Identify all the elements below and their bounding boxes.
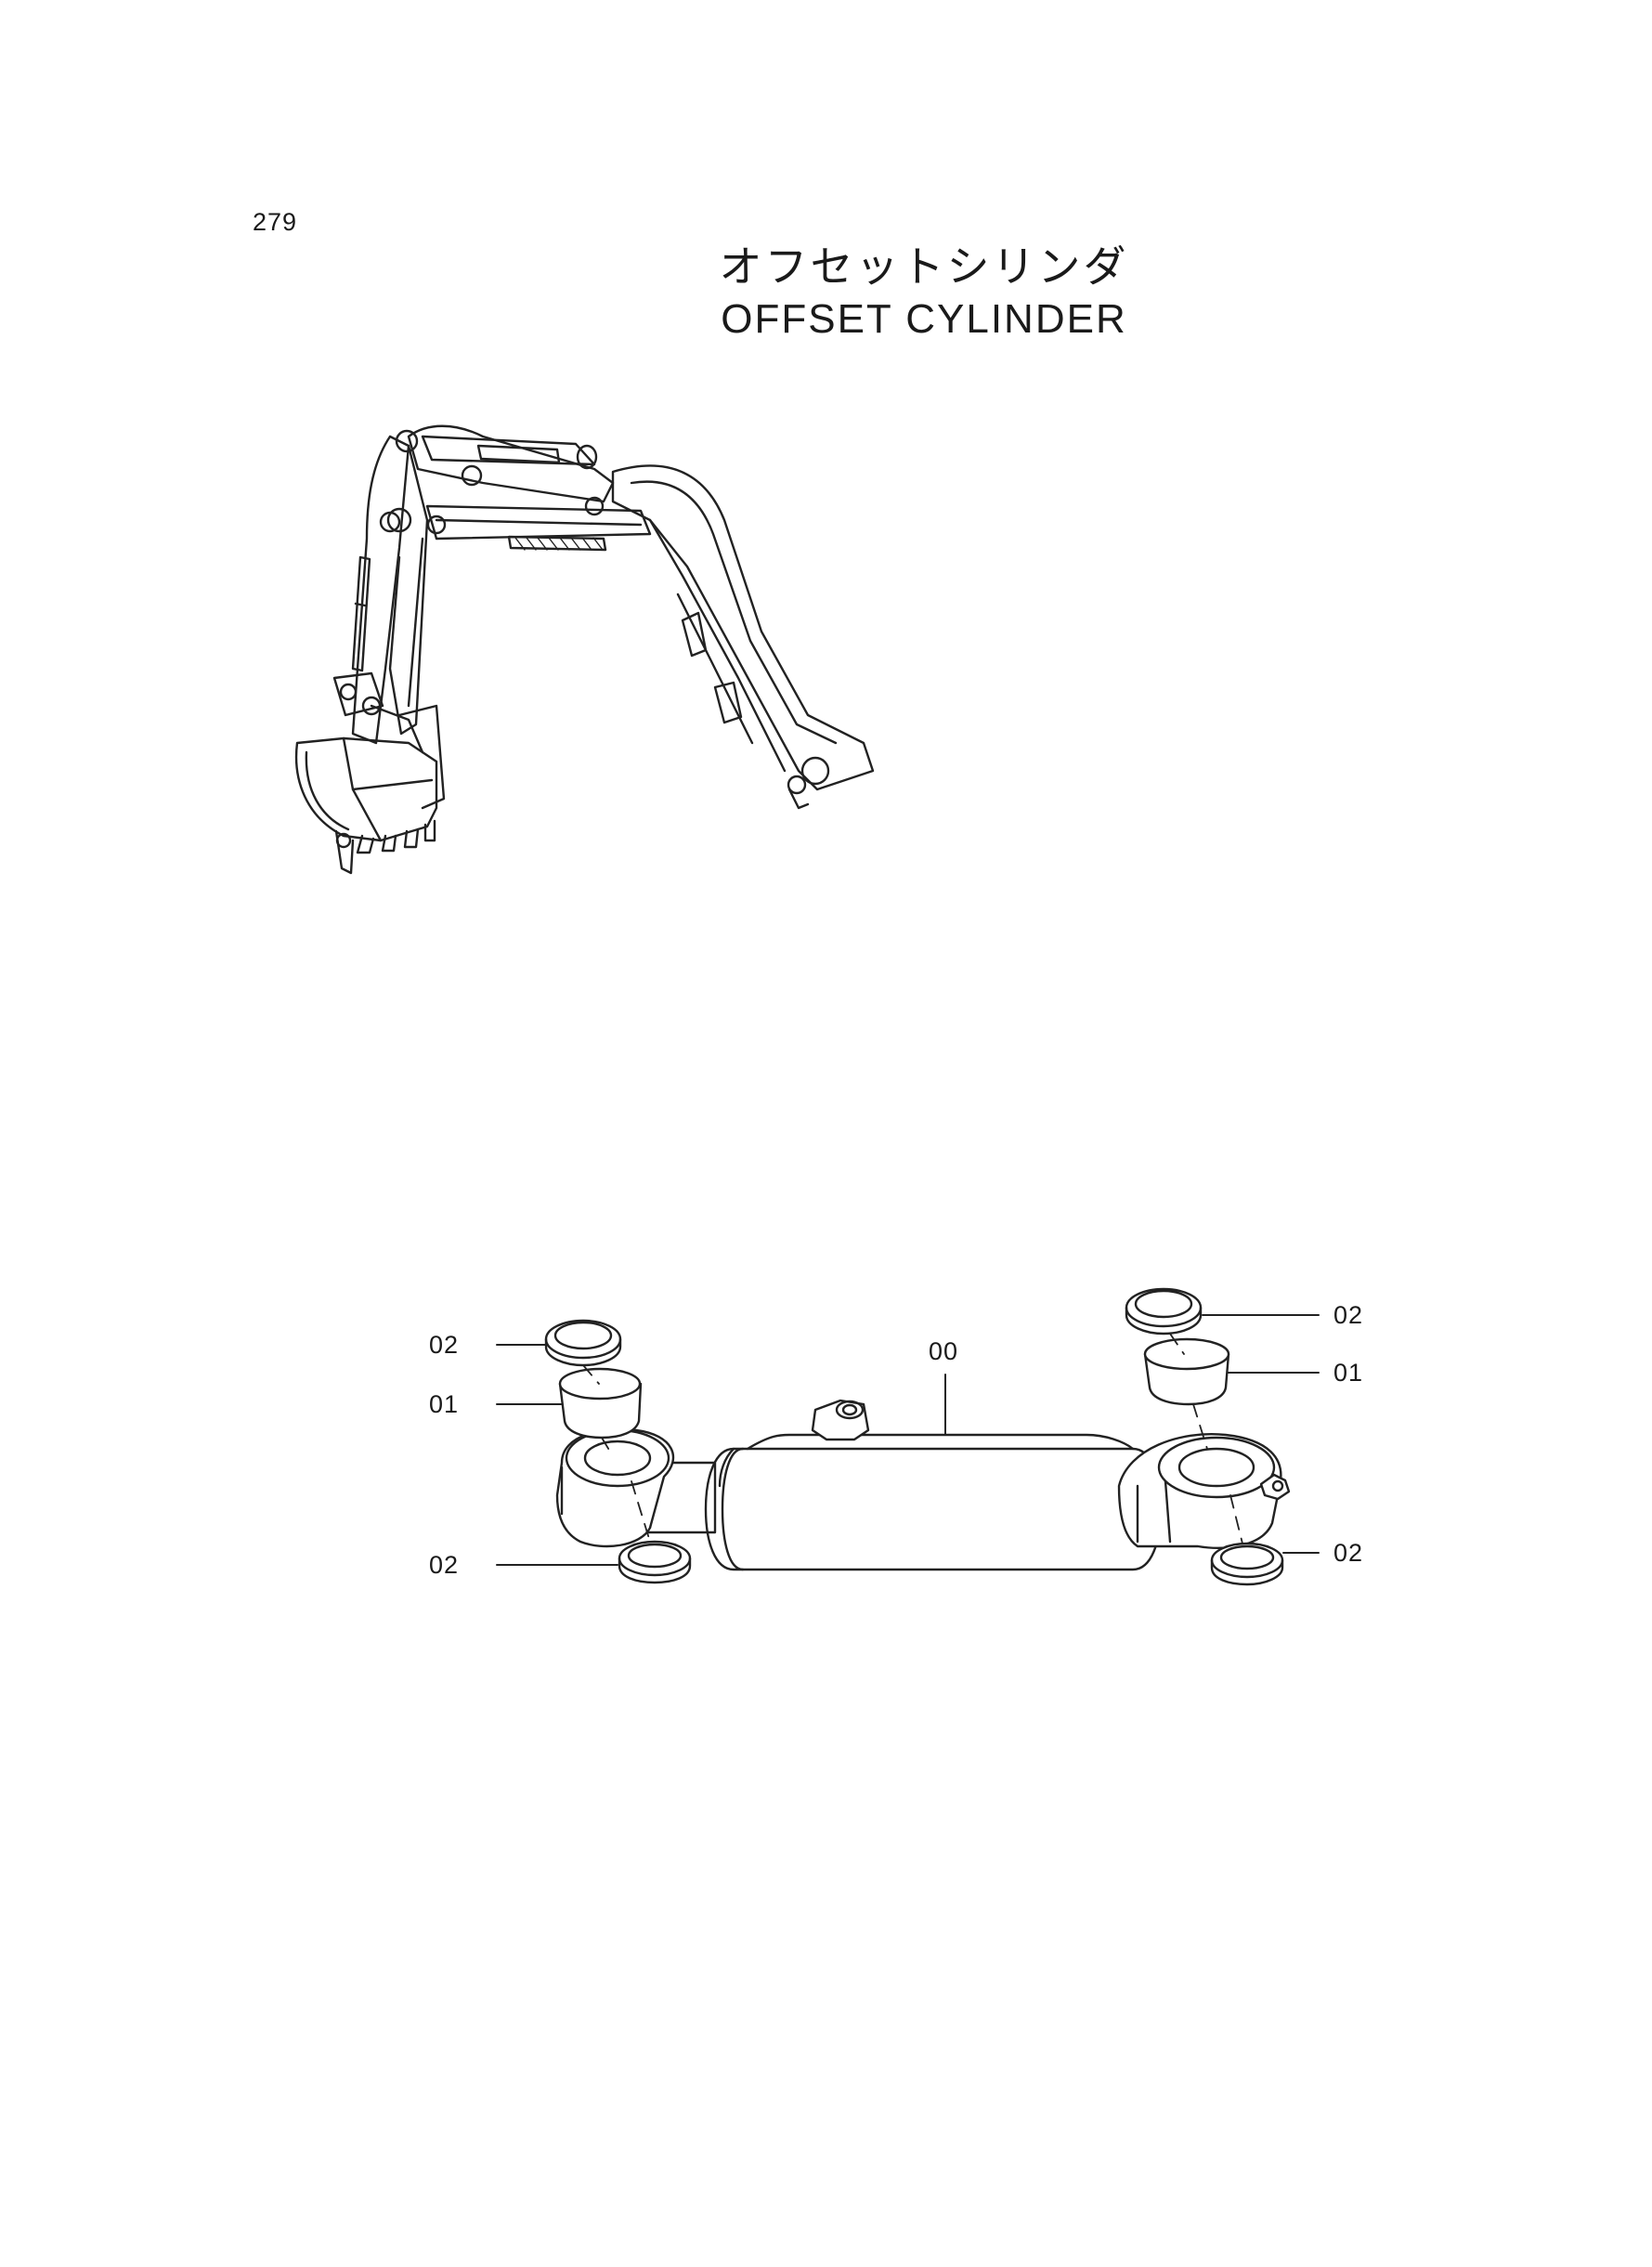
title-japanese: オフセットシリンダ xyxy=(719,241,1129,292)
callout-left-top-seal: 02 xyxy=(429,1331,460,1359)
cylinder-port-fitting xyxy=(811,1399,870,1441)
left-top-seal xyxy=(544,1319,622,1367)
right-top-seal xyxy=(1125,1287,1203,1335)
callout-left-bottom-seal: 02 xyxy=(429,1551,460,1579)
cylinder-tube xyxy=(704,1433,1163,1571)
title-block: オフセットシリンダ OFFSET CYLINDER xyxy=(706,240,1142,345)
callout-cylinder: 00 xyxy=(929,1337,959,1365)
left-rod-eye xyxy=(555,1427,675,1548)
callout-right-bottom-seal: 02 xyxy=(1333,1539,1364,1567)
right-bushing xyxy=(1143,1337,1230,1406)
page-number: 279 xyxy=(253,208,298,236)
grease-nipple xyxy=(1259,1473,1291,1501)
callout-left-bushing: 01 xyxy=(429,1390,460,1418)
callout-right-bushing: 01 xyxy=(1333,1359,1364,1387)
title-english: OFFSET CYLINDER xyxy=(721,296,1127,342)
offset-cylinder-exploded-view xyxy=(496,1287,1320,1586)
callout-right-top-seal: 02 xyxy=(1333,1301,1364,1329)
left-bottom-seal xyxy=(618,1540,692,1584)
excavator-arm-illustration xyxy=(294,424,875,875)
left-bushing xyxy=(558,1367,643,1440)
right-bottom-seal xyxy=(1210,1542,1284,1586)
